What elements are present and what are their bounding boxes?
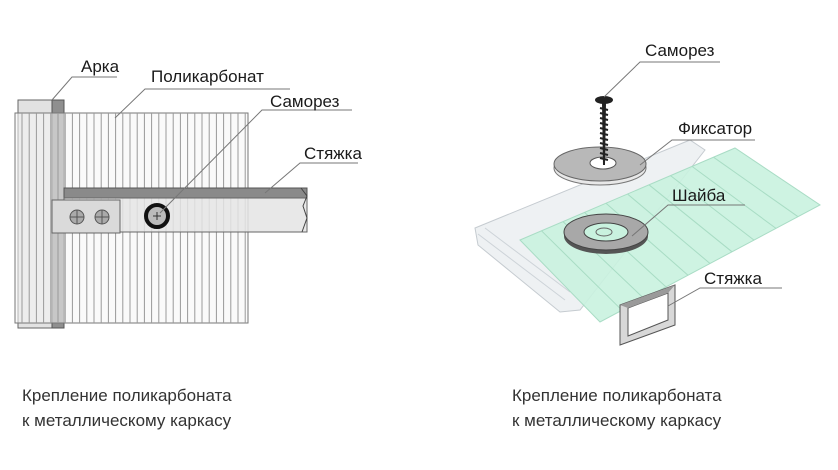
label-tie-left: Стяжка: [304, 144, 362, 163]
rib-line: [599, 117, 609, 121]
caption-right: Крепление поликарбоната к металлическому…: [512, 383, 722, 433]
caption-line: Крепление поликарбоната: [512, 386, 722, 405]
mounting-plate: [51, 199, 170, 234]
label-polycarbonate: Поликарбонат: [151, 67, 264, 86]
rib-line: [599, 112, 609, 116]
rib-line: [627, 193, 711, 264]
fixator: [553, 146, 647, 186]
bolt-icon: [94, 209, 110, 225]
rib-line: [599, 107, 609, 111]
caption-line: Крепление поликарбоната: [22, 386, 232, 405]
leader-lines-left: [51, 76, 358, 214]
label-screw-right: Саморез: [645, 41, 715, 60]
rib-line: [599, 152, 609, 156]
bolt-icon: [69, 209, 85, 225]
screw: [595, 96, 613, 165]
rib-line: [599, 142, 609, 146]
rib-line: [691, 165, 777, 229]
rib-line: [599, 132, 609, 136]
rib-line: [541, 230, 623, 311]
tie-tube: [619, 284, 676, 346]
rib-line: [599, 147, 609, 151]
rib-line: [599, 157, 609, 161]
rib-line: [599, 137, 609, 141]
rib-line: [599, 122, 609, 126]
leader-lines-right: [603, 61, 782, 307]
label-screw-left: Саморез: [270, 92, 340, 111]
rib-line: [599, 127, 609, 131]
rib-line: [713, 156, 799, 218]
washer: [563, 213, 649, 254]
rib-line: [670, 175, 755, 241]
caption-line: к металлическому каркасу: [22, 411, 232, 430]
label-washer: Шайба: [672, 186, 726, 205]
caption-line: к металлическому каркасу: [512, 411, 722, 430]
rib-line: [648, 184, 733, 253]
label-fixator: Фиксатор: [678, 119, 753, 138]
caption-left: Крепление поликарбоната к металлическому…: [22, 383, 232, 433]
label-arch: Арка: [81, 57, 120, 76]
label-tie-right: Стяжка: [704, 269, 762, 288]
